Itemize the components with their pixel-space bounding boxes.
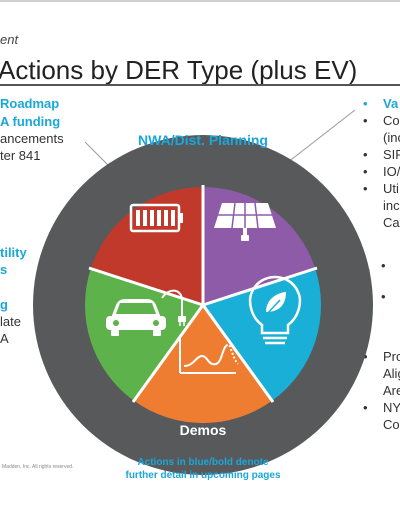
slide-title: Actions by DER Type (plus EV) bbox=[0, 55, 358, 85]
right-va-text: Va bbox=[383, 96, 399, 111]
car-body bbox=[106, 316, 166, 330]
battery-terminal bbox=[179, 213, 183, 223]
battery-cell bbox=[136, 210, 140, 226]
leaf-shape bbox=[266, 292, 286, 312]
left-ancements-text: ancements bbox=[0, 131, 64, 146]
right-sif-text: SIF bbox=[383, 147, 400, 162]
car-headlight bbox=[153, 320, 159, 326]
car-headlight bbox=[113, 320, 119, 326]
bullet-marker: • bbox=[381, 258, 386, 273]
demos-label: Demos bbox=[180, 422, 227, 438]
left-g-text: g bbox=[0, 297, 8, 312]
car-wheel bbox=[153, 330, 161, 336]
right-inc2-text: inc bbox=[383, 198, 400, 213]
efficiency-segment bbox=[203, 268, 322, 401]
bullet-marker: • bbox=[363, 164, 368, 179]
battery-cell bbox=[150, 210, 154, 226]
battery-cell bbox=[157, 210, 161, 226]
segment-dividers bbox=[88, 185, 318, 403]
charging-cable bbox=[161, 289, 183, 318]
bullet-marker: • bbox=[363, 113, 368, 128]
right-uti-text: Uti bbox=[383, 181, 399, 196]
charging-plug bbox=[178, 316, 186, 322]
car-windshield bbox=[116, 303, 156, 314]
nwa-planning-label: NWA/Dist. Planning bbox=[138, 132, 268, 148]
bullet-marker: • bbox=[363, 181, 368, 196]
right-co-text: Co bbox=[383, 113, 400, 128]
footnote-line-1: Actions in blue/bold denote bbox=[137, 457, 269, 468]
panel-grid-line bbox=[254, 202, 259, 229]
right-ioa-text: IO/ bbox=[383, 164, 400, 179]
right-ca-text: Ca bbox=[383, 215, 400, 230]
right-ny-text: NY bbox=[383, 400, 400, 415]
bullet-marker: • bbox=[363, 400, 368, 415]
left-ter-text: ter 841 bbox=[0, 148, 41, 163]
bullet-marker: • bbox=[381, 289, 386, 304]
bullet-marker: • bbox=[363, 147, 368, 162]
bulb-outline bbox=[248, 275, 302, 335]
left-late-text: late bbox=[0, 314, 21, 329]
load-curve-dashed bbox=[225, 343, 239, 365]
top-border bbox=[0, 0, 400, 2]
left-a-text: A bbox=[0, 331, 9, 346]
right-are-text: Are bbox=[383, 383, 400, 398]
solar-panel-post bbox=[243, 228, 247, 236]
load-curve-line bbox=[183, 345, 227, 367]
title-divider bbox=[0, 84, 400, 86]
leaf-vein bbox=[265, 299, 281, 316]
solar-panel-base bbox=[241, 235, 249, 241]
divider-line bbox=[131, 304, 205, 403]
demand-response-segment bbox=[133, 305, 273, 424]
divider-line bbox=[201, 304, 275, 403]
battery-cell bbox=[164, 210, 168, 226]
battery-cell bbox=[143, 210, 147, 226]
right-inc-text: (inc bbox=[383, 130, 400, 145]
solar-panel-icon bbox=[214, 202, 276, 241]
battery-icon bbox=[129, 203, 183, 233]
electric-car-icon bbox=[106, 289, 186, 336]
ev-segment bbox=[84, 268, 203, 401]
load-curve-icon bbox=[179, 336, 239, 374]
divider-line bbox=[202, 266, 318, 307]
footnote-line-2: further detail in upcoming pages bbox=[125, 470, 281, 481]
battery-cell bbox=[171, 210, 175, 226]
bullet-marker: • bbox=[363, 96, 368, 111]
right-pro-text: Pro bbox=[383, 349, 400, 364]
divider-line bbox=[88, 266, 204, 307]
slide-subtitle: ent bbox=[0, 32, 19, 47]
bullet-marker: • bbox=[363, 349, 368, 364]
left-tility-text: tility bbox=[0, 245, 27, 260]
left-roadmap-text: Roadmap bbox=[0, 96, 60, 111]
left-s-text: s bbox=[0, 262, 8, 277]
copyright-text: Madden, Inc. All rights reserved. bbox=[2, 464, 74, 470]
right-alig-text: Alig bbox=[383, 366, 400, 381]
right-co2-text: Co bbox=[383, 417, 400, 432]
car-wheel bbox=[111, 330, 119, 336]
panel-grid-line bbox=[231, 202, 236, 229]
left-funding-text: A funding bbox=[0, 114, 61, 129]
lightbulb-leaf-icon bbox=[248, 275, 302, 345]
